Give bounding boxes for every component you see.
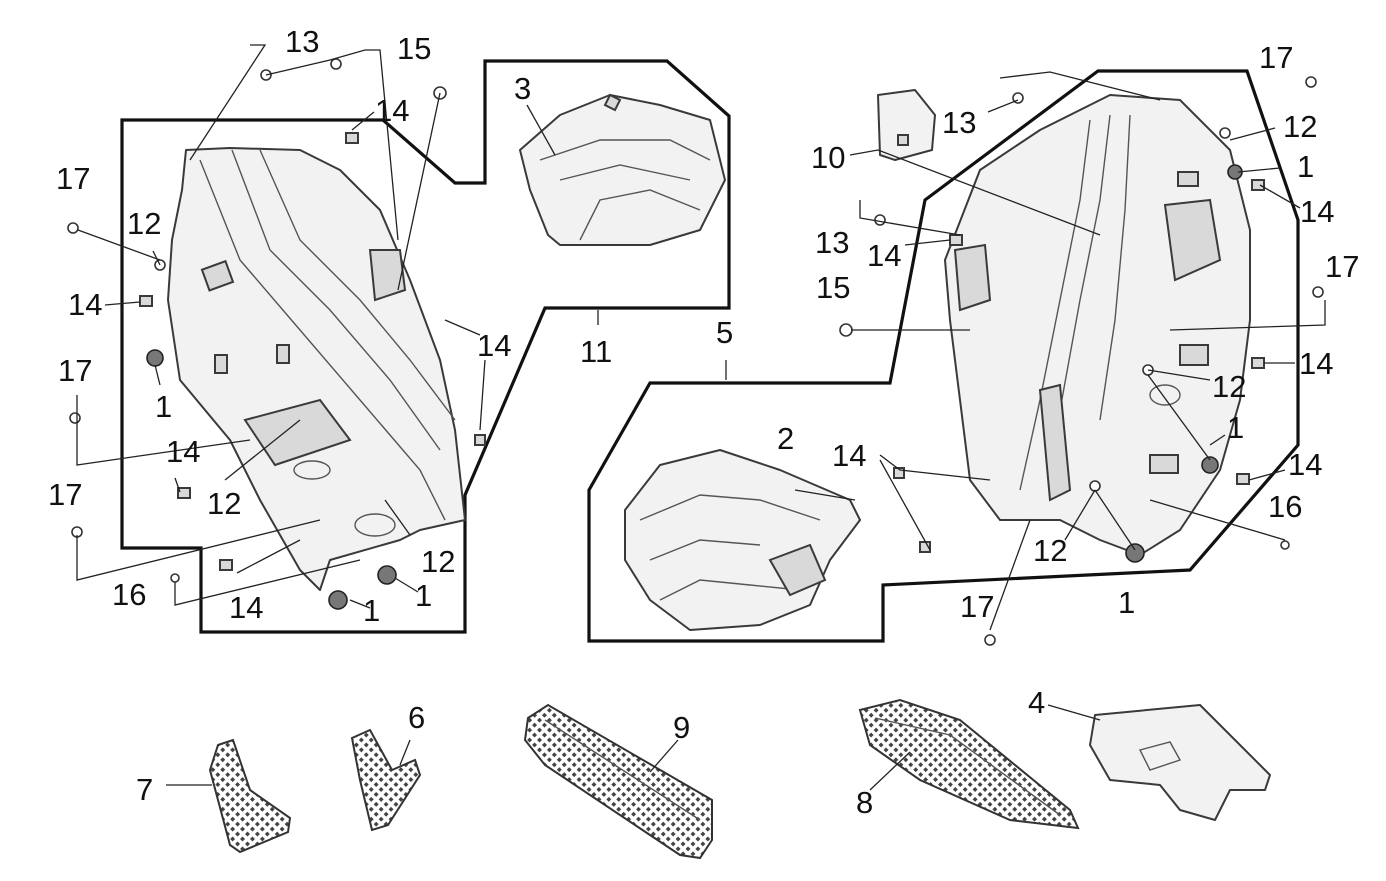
callout-10: 10 xyxy=(811,140,845,175)
callout-6: 6 xyxy=(408,700,425,735)
callout-16-right: 16 xyxy=(1268,489,1302,524)
callout-13-right-1: 13 xyxy=(942,105,976,140)
right-assembly xyxy=(587,69,1326,646)
callout-17-right-2: 17 xyxy=(1325,249,1359,284)
left-inner-fender-11 xyxy=(167,147,466,591)
callout-16-left: 16 xyxy=(112,577,146,612)
mat-8 xyxy=(858,698,1080,830)
callout-11: 11 xyxy=(580,334,612,369)
callout-1-right-3: 1 xyxy=(1118,585,1135,620)
callout-17-right-3: 17 xyxy=(960,589,994,624)
mat-9 xyxy=(523,703,713,860)
left-liner-3 xyxy=(519,93,726,246)
callout-3: 3 xyxy=(514,71,531,106)
right-fasteners xyxy=(839,76,1324,646)
callout-12-right-1: 12 xyxy=(1283,109,1317,144)
callout-15-left: 15 xyxy=(397,31,431,66)
left-assembly xyxy=(67,44,731,634)
callout-12-right-2: 12 xyxy=(1212,369,1246,404)
callout-14-right-1: 14 xyxy=(1300,194,1334,229)
callout-1-right-2: 1 xyxy=(1227,410,1244,445)
cover-plate-4 xyxy=(1047,704,1271,821)
callout-17-left-2: 17 xyxy=(58,353,92,388)
callout-12-right-3: 12 xyxy=(1033,533,1067,568)
right-inner-fender-5 xyxy=(944,94,1251,556)
callout-9: 9 xyxy=(673,710,690,745)
callout-7: 7 xyxy=(136,772,153,807)
callout-labels: 13 15 14 17 12 14 17 1 14 14 12 17 12 16… xyxy=(48,24,1359,820)
callout-15-right: 15 xyxy=(816,270,850,305)
callout-14-left-1: 14 xyxy=(375,93,409,128)
callout-1-left-1: 1 xyxy=(155,389,172,424)
callout-2: 2 xyxy=(777,421,794,456)
callout-12-left-2: 12 xyxy=(207,486,241,521)
callout-1-left-3: 1 xyxy=(415,578,432,613)
callout-14-left-2: 14 xyxy=(68,287,102,322)
mat-7 xyxy=(166,738,292,854)
callout-8: 8 xyxy=(856,785,873,820)
callout-14-right-2: 14 xyxy=(867,238,901,273)
callout-14-left-5: 14 xyxy=(229,590,263,625)
callout-13-left: 13 xyxy=(285,24,319,59)
callout-12-left-3: 12 xyxy=(421,544,455,579)
right-leader-lines xyxy=(725,71,1326,631)
callout-17-left-1: 17 xyxy=(56,161,90,196)
callout-13-right-2: 13 xyxy=(815,225,849,260)
callout-1-left-2: 1 xyxy=(363,593,380,628)
callout-14-left-4: 14 xyxy=(166,434,200,469)
callout-4: 4 xyxy=(1028,685,1045,720)
callout-5: 5 xyxy=(716,315,733,350)
left-leader-lines xyxy=(76,44,599,609)
callout-14-right-3: 14 xyxy=(1299,346,1333,381)
right-group-outline xyxy=(587,69,1300,643)
mat-6 xyxy=(350,728,422,832)
callout-14-right-4: 14 xyxy=(832,438,866,473)
right-liner-2 xyxy=(624,449,861,631)
callout-1-right-1: 1 xyxy=(1297,149,1314,184)
callout-17-right-1: 17 xyxy=(1259,40,1293,75)
callout-12-left-1: 12 xyxy=(127,206,161,241)
bottom-parts xyxy=(166,698,1271,860)
callout-14-right-5: 14 xyxy=(1288,447,1322,482)
left-group-outline xyxy=(120,59,731,634)
callout-14-left-3: 14 xyxy=(477,328,511,363)
right-cover-10 xyxy=(877,89,936,161)
callout-17-left-3: 17 xyxy=(48,477,82,512)
